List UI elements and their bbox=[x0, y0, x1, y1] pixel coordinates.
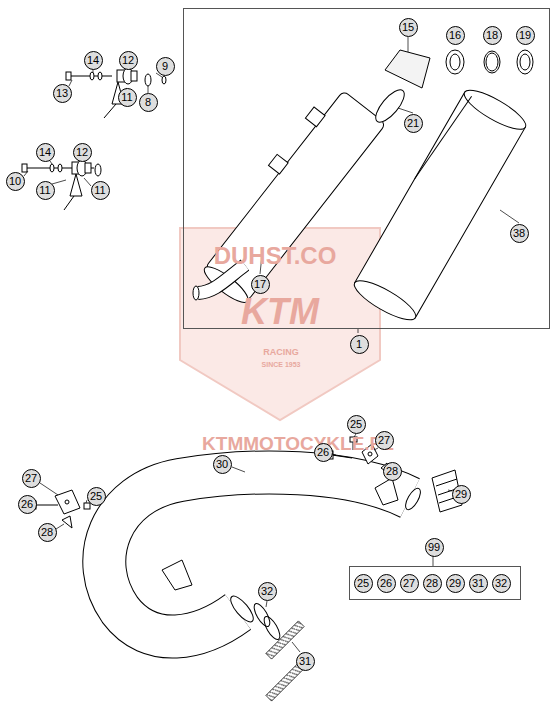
callout-number: 25 bbox=[87, 487, 106, 506]
callout-number: 30 bbox=[213, 455, 232, 474]
callout-number: 1 bbox=[350, 335, 369, 354]
callout-text: 29 bbox=[449, 577, 461, 589]
callout-number: 13 bbox=[53, 84, 72, 103]
callout-number: 14 bbox=[36, 143, 55, 162]
watermark-text: KTMMOTOCYKLE.PL bbox=[202, 433, 394, 455]
callout-number: 14 bbox=[84, 51, 103, 70]
callout-number: 25 bbox=[354, 574, 373, 593]
silencer-sleeve bbox=[350, 84, 531, 327]
callout-text: 32 bbox=[261, 585, 273, 597]
callout-text: 16 bbox=[449, 29, 461, 41]
callout-number: 15 bbox=[399, 18, 418, 37]
leader-line bbox=[24, 66, 162, 186]
callout-number: 38 bbox=[510, 224, 529, 243]
callout-text: 26 bbox=[380, 577, 392, 589]
callout-number: 27 bbox=[22, 469, 41, 488]
group-box: 115161819213817 bbox=[183, 8, 550, 329]
callout-number: 18 bbox=[483, 26, 502, 45]
leader-line bbox=[260, 37, 519, 333]
callout-text: 28 bbox=[41, 526, 53, 538]
callout-number: 27 bbox=[375, 431, 394, 450]
callout-text: 10 bbox=[9, 175, 21, 187]
callout-text: 15 bbox=[402, 21, 414, 33]
callout-text: 38 bbox=[513, 227, 525, 239]
mount-hardware bbox=[66, 68, 166, 118]
callout-text: 14 bbox=[87, 54, 99, 66]
callout-number: 28 bbox=[38, 523, 57, 542]
callout-number: 27 bbox=[400, 574, 419, 593]
callout-number: 17 bbox=[251, 275, 270, 294]
group-box: 9925262728293132 bbox=[349, 566, 521, 600]
callout-text: 28 bbox=[426, 577, 438, 589]
callout-number: 21 bbox=[404, 114, 423, 133]
callout-text: 27 bbox=[378, 434, 390, 446]
callout-number: 11 bbox=[91, 181, 110, 200]
callout-number: 11 bbox=[36, 181, 55, 200]
callout-number: 29 bbox=[452, 485, 471, 504]
callout-number: 28 bbox=[383, 462, 402, 481]
callout-text: 17 bbox=[254, 278, 266, 290]
callout-number: 26 bbox=[314, 443, 333, 462]
leader-line bbox=[34, 434, 452, 652]
callout-number: 12 bbox=[119, 51, 138, 70]
callout-text: 19 bbox=[519, 29, 531, 41]
callout-number: 11 bbox=[118, 88, 137, 107]
callout-number: 25 bbox=[347, 415, 366, 434]
watermark-text: KTM bbox=[241, 291, 319, 333]
callout-number: 99 bbox=[425, 538, 444, 557]
callout-number: 9 bbox=[156, 57, 175, 76]
callout-number: 29 bbox=[446, 574, 465, 593]
callout-text: 12 bbox=[122, 54, 134, 66]
callout-text: 27 bbox=[25, 472, 37, 484]
callout-number: 32 bbox=[492, 574, 511, 593]
callout-text: 12 bbox=[76, 146, 88, 158]
callout-number: 26 bbox=[18, 495, 37, 514]
callout-number: 32 bbox=[258, 582, 277, 601]
callout-text: 8 bbox=[145, 96, 151, 108]
callout-number: 12 bbox=[73, 143, 92, 162]
callout-text: 32 bbox=[495, 577, 507, 589]
callout-text: 31 bbox=[472, 577, 484, 589]
watermark-text: RACING bbox=[263, 347, 299, 357]
callout-text: 31 bbox=[299, 655, 311, 667]
silencer bbox=[190, 83, 386, 308]
callout-number: 31 bbox=[296, 652, 315, 671]
callout-number: 28 bbox=[423, 574, 442, 593]
callout-number: 26 bbox=[377, 574, 396, 593]
callout-number: 19 bbox=[516, 26, 535, 45]
callout-text: 11 bbox=[39, 184, 50, 196]
callout-text: 14 bbox=[39, 146, 51, 158]
callout-text: 26 bbox=[21, 498, 33, 510]
callout-text: 11 bbox=[94, 184, 105, 196]
callout-text: 11 bbox=[121, 91, 132, 103]
callout-text: 18 bbox=[486, 29, 498, 41]
callout-number: 8 bbox=[139, 93, 158, 112]
callout-text: 30 bbox=[216, 458, 228, 470]
callout-number: 10 bbox=[6, 172, 25, 191]
callout-text: 25 bbox=[350, 418, 362, 430]
watermark-text: SINCE 1953 bbox=[262, 361, 301, 368]
callout-text: 9 bbox=[162, 60, 168, 72]
callout-text: 25 bbox=[357, 577, 369, 589]
callout-text: 27 bbox=[403, 577, 415, 589]
callout-text: 21 bbox=[407, 117, 419, 129]
callout-text: 25 bbox=[90, 490, 102, 502]
callout-text: 29 bbox=[455, 488, 467, 500]
bracket-hardware bbox=[31, 490, 90, 528]
watermark-text: DUHST.CO bbox=[214, 242, 337, 270]
mount-hardware bbox=[22, 160, 101, 210]
callout-number: 31 bbox=[469, 574, 488, 593]
callout-number: 16 bbox=[446, 26, 465, 45]
header-pipe bbox=[104, 473, 410, 637]
callout-text: 13 bbox=[56, 87, 68, 99]
callout-text: 28 bbox=[386, 465, 398, 477]
callout-text: 26 bbox=[317, 446, 329, 458]
watermark-shield bbox=[180, 228, 380, 420]
